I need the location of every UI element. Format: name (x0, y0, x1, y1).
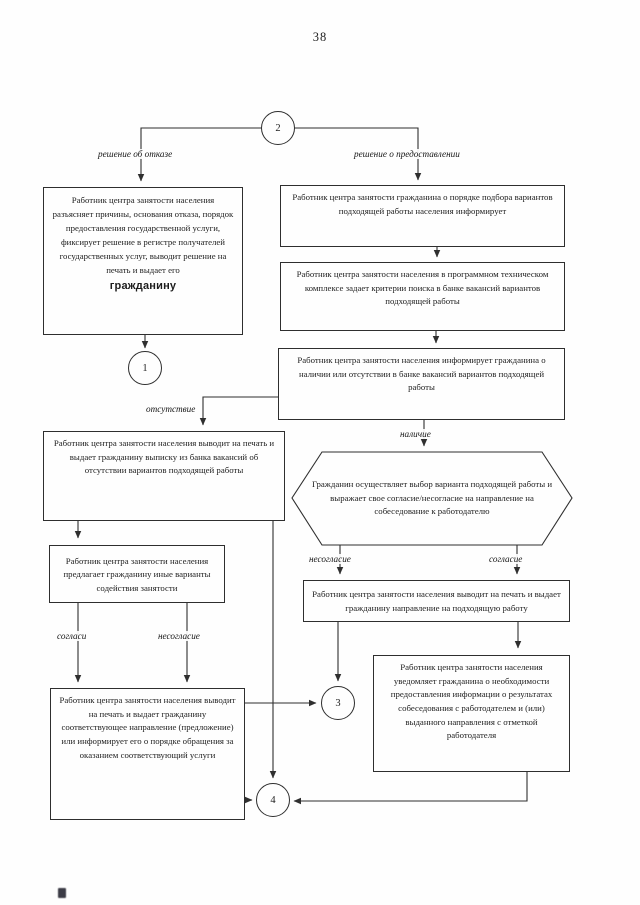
connector-circle-3-label: 3 (335, 697, 341, 709)
branch-label-disagree: несогласие (307, 554, 353, 564)
connector-circle-1: 1 (128, 351, 162, 385)
branch-label-presence: наличие (398, 429, 433, 439)
branch-label-agree: согласие (487, 554, 525, 564)
scan-artifact (58, 888, 66, 898)
branch-label-agree-small: согласи (55, 631, 89, 641)
branch-label-provision: решение о предоставлении (352, 149, 462, 159)
connector-circle-1-label: 1 (142, 362, 148, 374)
connector-circle-4: 4 (256, 783, 290, 817)
box-search-criteria: Работник центра занятости населения в пр… (280, 262, 565, 331)
box-refusal-explain-emphasis: гражданину (109, 280, 177, 293)
box-refusal-explain-text: Работник центра занятости населения разъ… (52, 195, 234, 276)
box-notify-results: Работник центра занятости населения увед… (373, 655, 570, 772)
box-inform-availability: Работник центра занятости населения инфо… (278, 348, 565, 420)
branch-label-disagree-small: несогласие (156, 631, 202, 641)
connector-circle-2: 2 (261, 111, 295, 145)
box-print-extract: Работник центра занятости населения выво… (43, 431, 285, 521)
hexagon-citizen-choice: Гражданин осуществляет выбор варианта по… (311, 479, 553, 517)
box-refusal-explain: Работник центра занятости населения разъ… (43, 187, 243, 335)
branch-label-refusal: решение об отказе (96, 149, 175, 159)
connector-circle-2-label: 2 (275, 122, 281, 134)
box-issue-direction-or-inform: Работник центра занятости населения выво… (50, 688, 245, 820)
box-inform-order: Работник центра занятости гражданина о п… (280, 185, 565, 247)
connector-circle-4-label: 4 (270, 794, 276, 806)
box-print-direction: Работник центра занятости населения выво… (303, 580, 570, 622)
connector-circle-3: 3 (321, 686, 355, 720)
box-other-options: Работник центра занятости населения пред… (49, 545, 225, 603)
branch-label-absence: отсутствие (144, 404, 198, 414)
page-number: 38 (312, 30, 328, 44)
